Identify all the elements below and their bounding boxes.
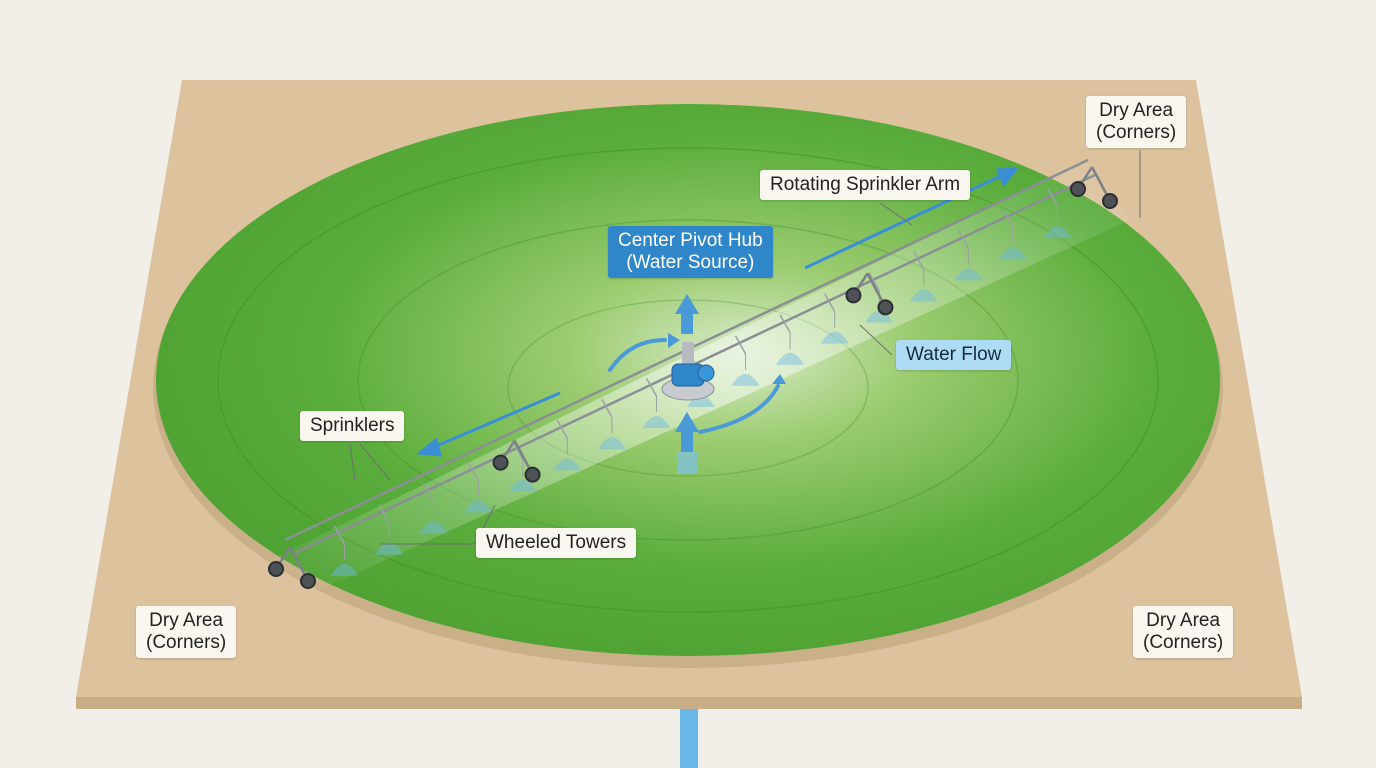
label-rotating-sprinkler-arm: Rotating Sprinkler Arm: [760, 170, 971, 200]
truss-strut: [512, 441, 524, 460]
wheel-track-middle: [357, 219, 1019, 541]
label-sprinklers: Sprinklers: [300, 411, 405, 441]
wheeled-towers: [268, 166, 1118, 589]
tower-wheel: [877, 299, 894, 316]
wheel-track-outer: [217, 147, 1159, 613]
sprinkler-spray: [731, 373, 760, 386]
sprinkler-spray: [419, 521, 448, 534]
rotation-arrowhead-bottom: [772, 374, 786, 384]
sprinkler-spray: [954, 268, 983, 281]
tower-wheel: [492, 454, 509, 471]
soil-plate-edge: [76, 697, 1302, 709]
truss-strut: [824, 293, 836, 313]
pump-icon: [661, 342, 715, 401]
sprinkler-spray: [597, 437, 626, 450]
tower-wheel: [268, 561, 284, 577]
sprinkler-spray: [464, 500, 493, 513]
label-water-flow: Water Flow: [896, 340, 1012, 370]
sprinkler-spray: [909, 289, 938, 302]
truss-strut: [601, 398, 613, 418]
truss-strut: [467, 462, 479, 481]
sprinkler-spray: [553, 458, 582, 471]
sprinkler-spray: [642, 416, 671, 429]
sprinkler-drops: [330, 206, 1072, 576]
truss-strut: [734, 335, 747, 355]
tower-wheel: [1102, 193, 1118, 209]
sprinkler-spray: [508, 479, 537, 492]
sprinkler-spray: [1043, 226, 1072, 239]
label-center-pivot-hub: Center Pivot Hub (Water Source): [608, 226, 773, 278]
truss-strut: [1046, 187, 1059, 207]
truss-strut: [779, 314, 791, 334]
sprinkler-spray: [998, 247, 1027, 260]
sprinkler-spray: [820, 331, 849, 344]
up-arrows: [675, 294, 699, 474]
tower: [268, 546, 316, 589]
tower: [492, 439, 541, 483]
sprinkler-spray: [776, 352, 805, 365]
truss-strut: [645, 377, 658, 397]
tower-wheel: [524, 466, 541, 483]
rotation-arrows: [608, 338, 780, 434]
sprinkler-spray: [375, 542, 404, 555]
label-dry-area-bottom-left: Dry Area (Corners): [136, 606, 237, 658]
truss-strut: [423, 483, 435, 503]
truss-strut: [957, 229, 969, 249]
truss-strut: [333, 525, 346, 545]
label-wheeled-towers: Wheeled Towers: [476, 528, 637, 558]
label-dry-area-top-right: Dry Area (Corners): [1086, 96, 1187, 148]
truss-strut: [556, 419, 568, 439]
tower: [845, 272, 894, 316]
truss-strut: [913, 251, 925, 270]
sprinkler-spray: [330, 563, 359, 576]
tower: [1070, 166, 1118, 209]
label-dry-area-bottom-right: Dry Area (Corners): [1133, 606, 1234, 658]
rotation-arrowhead-top: [668, 333, 680, 348]
flow-arrows: [416, 167, 1020, 457]
tower-wheel: [300, 573, 316, 589]
truss-strut: [868, 272, 880, 291]
truss-strut: [378, 504, 390, 524]
truss-strut: [1002, 208, 1014, 228]
tower-wheel: [1070, 181, 1086, 197]
supply-pipe: [680, 709, 698, 768]
tower-wheel: [845, 287, 862, 304]
